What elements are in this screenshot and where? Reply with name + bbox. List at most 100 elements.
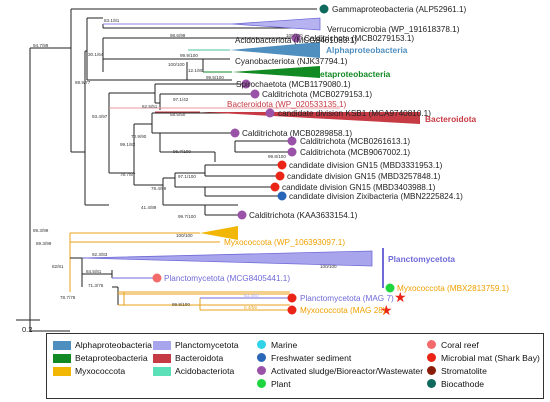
- support-value: 100/100: [320, 264, 337, 269]
- leaf-label: Calditrichota (MCB0261613.1): [300, 137, 410, 146]
- tree-branches: [29, 8, 320, 332]
- legend-label: Activated sludge/Bioreactor/Wastewater: [271, 366, 424, 376]
- support-value: 98.6/99: [170, 33, 186, 38]
- support-value: 84.5/81: [86, 269, 102, 274]
- legend-swatch: [153, 341, 171, 350]
- clade-label-bacteroidota: Bacteroidota: [425, 114, 477, 124]
- legend-dot: [427, 340, 436, 349]
- clade-triangle-beta: [232, 66, 320, 78]
- support-value: 83.4/87: [244, 293, 260, 298]
- legend-label: Coral reef: [441, 340, 479, 350]
- legend-label: Bacteroidota: [175, 353, 224, 363]
- dot-sludge: [291, 33, 301, 43]
- leaf-label: Planctomycetota (MAG 7): [300, 294, 394, 303]
- support-value: 100/100: [168, 62, 185, 67]
- clade-label-alpha: Alphaproteobacteria: [326, 45, 408, 55]
- support-value: 97.1/42: [173, 97, 189, 102]
- support-value: 12.1/80: [188, 68, 204, 73]
- dot-sludge: [287, 136, 297, 146]
- legend-label: Biocathode: [441, 379, 485, 389]
- support-value: 70.9/90: [131, 134, 147, 139]
- clade-triangle-alpha: [230, 42, 320, 58]
- collapsed-clades: [81, 17, 420, 288]
- support-value: 100/100: [286, 33, 303, 38]
- legend: Alphaproteobacteria Betaproteobacteria M…: [46, 333, 544, 399]
- legend-label: Acidobacteriota: [175, 366, 235, 376]
- dot-mat: [270, 182, 280, 192]
- support-value: 78.7/78: [60, 295, 76, 300]
- leaf-label: candidate division KSB1 (MCA9740810.1): [278, 109, 431, 118]
- dot-sludge: [241, 79, 251, 89]
- leaf-label: Calditrichota (KAA3633154.1): [249, 211, 358, 220]
- leaf-label: Myxococcota (WP_106393097.1): [224, 238, 345, 247]
- support-value: 100/100: [176, 233, 193, 238]
- legend-dot: [257, 379, 266, 388]
- dot-coral: [152, 273, 162, 283]
- support-value: 99.5/100: [206, 75, 224, 80]
- support-values: 83.1/81 100/100 98.6/99 30.1/64 99.9/100…: [33, 18, 337, 310]
- legend-label: Planctomycetota: [175, 340, 239, 350]
- clade-triangle-myxo: [200, 226, 238, 240]
- mag-stars: ★ ★: [380, 289, 407, 318]
- support-value: 78.4/99: [151, 186, 167, 191]
- dot-sludge: [230, 128, 240, 138]
- leaf-label: Gammaproteobacteria (ALP52961.1): [332, 5, 467, 14]
- dot-freshwater: [277, 191, 287, 201]
- legend-swatch: [53, 367, 71, 376]
- dot-mat: [275, 171, 285, 181]
- support-value: 99.7/100: [178, 214, 196, 219]
- leaf-label: Myxococcota (MBX2813759.1): [397, 284, 509, 293]
- support-value: 99.1/82: [120, 142, 136, 147]
- support-value: 41.4/89: [141, 205, 157, 210]
- legend-label: Microbial mat (Shark Bay): [441, 353, 540, 363]
- support-value: 94.7/99: [33, 43, 49, 48]
- dot-mat: [287, 305, 297, 315]
- leaf-label: candidate division GN15 (MBD3403988.1): [282, 183, 436, 192]
- legend-label: Plant: [271, 379, 291, 389]
- leaf-label: Calditrichota (MCB0279153.1): [304, 34, 414, 43]
- legend-dot: [427, 366, 436, 375]
- dot-mat: [277, 160, 287, 170]
- leaf-label: Calditrichota (MCB0279153.1): [262, 90, 372, 99]
- support-value: 58.5/50: [170, 112, 186, 117]
- star-icon: ★: [394, 289, 407, 305]
- support-value: 97.1/100: [178, 174, 196, 179]
- star-icon: ★: [380, 302, 393, 318]
- scale-label: 0.2: [22, 325, 32, 334]
- leaf-label: Planctomycetota (MCG8405441.1): [164, 274, 290, 283]
- legend-dot: [257, 340, 266, 349]
- clade-connectors: [103, 23, 340, 113]
- support-value: 93.4/97: [92, 114, 108, 119]
- leaf-label: Cyanobacteriota (NJK37794.1): [235, 57, 348, 66]
- support-value: 99.9/100: [180, 53, 198, 58]
- support-value: 83.1/81: [104, 18, 120, 23]
- legend-dot: [427, 379, 436, 388]
- leaf-labels: Gammaproteobacteria (ALP52961.1) Verruco…: [164, 5, 509, 315]
- leaf-label: Bacteroidota (WP_020533135.1): [227, 100, 347, 109]
- legend-swatch: [53, 341, 71, 350]
- dot-mat: [287, 293, 297, 303]
- dot-sludge: [237, 210, 247, 220]
- dot-sludge: [287, 147, 297, 157]
- clade-labels: Alphaproteobacteria Betaproteobacteria B…: [314, 45, 477, 264]
- dot-plant: [385, 283, 395, 293]
- support-value: 99.8/100: [172, 302, 190, 307]
- leaf-label: Acidobacteriota (MCG8461083.1): [235, 36, 357, 45]
- leaf-label: candidate division GN15 (MBD3331953.1): [289, 161, 443, 170]
- clade-label-beta: Betaproteobacteria: [314, 69, 391, 79]
- support-value: 92.3/83: [92, 252, 108, 257]
- legend-label: Alphaproteobacteria: [75, 340, 152, 350]
- plancto-bracket: [382, 248, 384, 288]
- legend-swatch: [153, 367, 171, 376]
- clade-triangle-plancto: [81, 250, 373, 267]
- legend-swatch: [153, 354, 171, 363]
- leaf-label: Myxococcota (MAG 28): [300, 306, 386, 315]
- habitat-dots: [152, 4, 395, 315]
- clade-triangle-verruco: [231, 17, 321, 31]
- leaf-label: Spirochaetota (MCB1179080.1): [236, 80, 351, 89]
- support-value: 96.7/100: [173, 149, 191, 154]
- legend-label: Betaproteobacteria: [75, 353, 148, 363]
- legend-swatch: [53, 354, 71, 363]
- legend-dot: [257, 366, 266, 375]
